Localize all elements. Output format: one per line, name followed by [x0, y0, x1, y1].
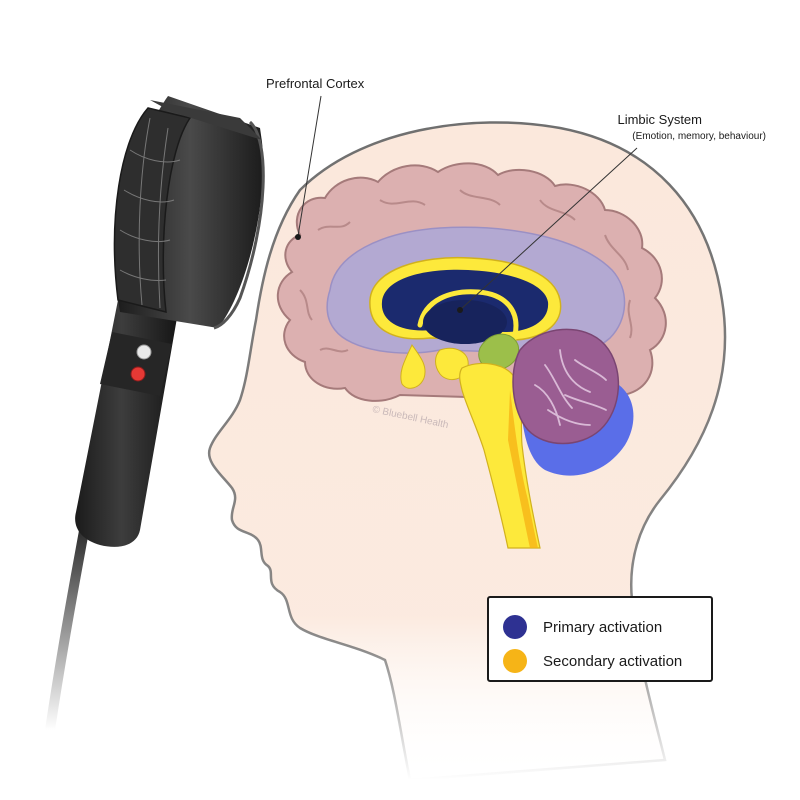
- label-limbic-system-note: (Emotion, memory, behaviour): [632, 131, 766, 142]
- cerebellum: [512, 328, 620, 445]
- device-cable: [45, 515, 91, 735]
- legend-item-secondary: Secondary activation: [503, 644, 711, 678]
- device-coil-grid: [119, 117, 181, 309]
- legend-label-primary: Primary activation: [543, 618, 663, 636]
- limbic-leader-dot: [457, 307, 463, 313]
- cortex-gyri-lines: [299, 189, 633, 353]
- device-button-panel: [100, 332, 172, 396]
- prefrontal-leader-dot: [295, 234, 301, 240]
- legend-label-secondary: Secondary activation: [543, 652, 683, 670]
- tms-device: [45, 96, 265, 735]
- label-prefrontal-cortex: Prefrontal Cortex: [266, 76, 365, 91]
- secondary-swatch-icon: [503, 649, 527, 673]
- device-coil-cap: [150, 100, 262, 140]
- device-coil-rim: [213, 120, 265, 330]
- device-button-red: [130, 366, 146, 382]
- limbic-leader-line: [459, 147, 638, 311]
- device-coil-face: [113, 107, 192, 313]
- label-limbic-system: Limbic System: [617, 112, 702, 127]
- hippocampus: [478, 333, 520, 371]
- thalamus: [423, 300, 507, 344]
- device-button-white: [136, 344, 152, 360]
- legend-item-primary: Primary activation: [503, 610, 711, 644]
- primary-swatch-icon: [503, 615, 527, 639]
- prefrontal-leader-line: [297, 95, 322, 237]
- legend: Primary activation Secondary activation: [487, 596, 713, 682]
- spinal-cord-highlight: [508, 390, 538, 548]
- limbic-yellow-structures: [400, 344, 469, 389]
